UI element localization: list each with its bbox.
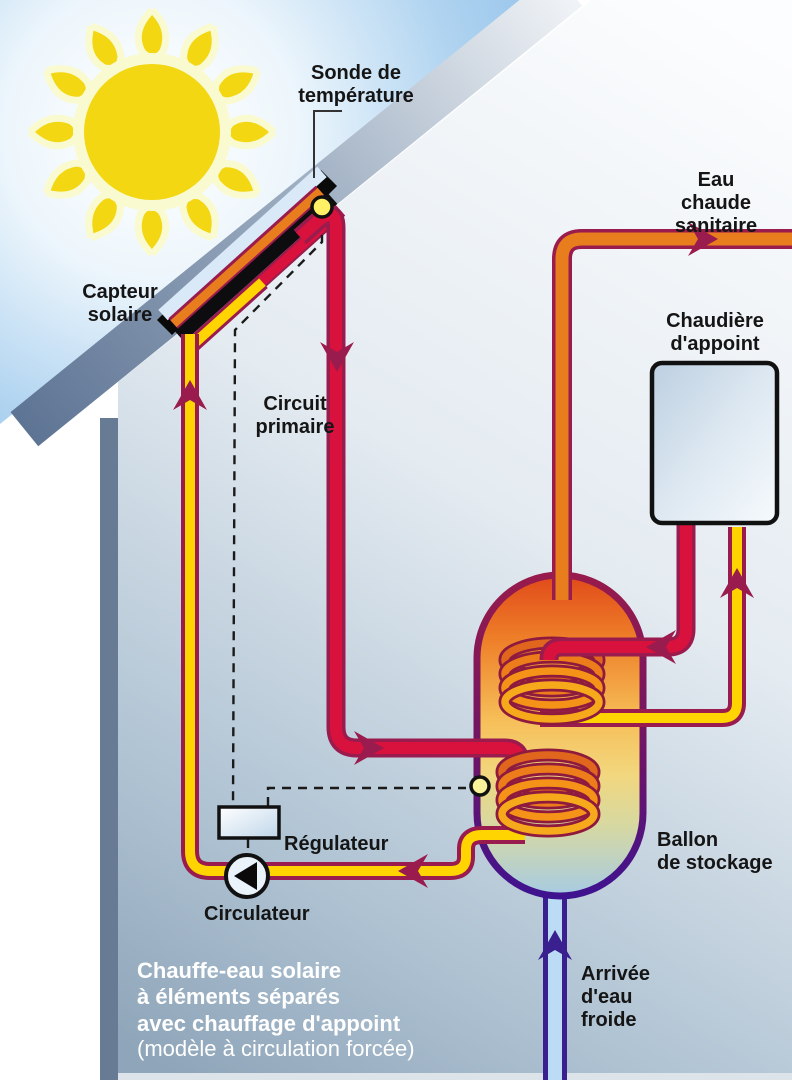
tank-sensor-icon	[469, 775, 491, 797]
lower-coil	[495, 748, 601, 838]
sanitary-hot-water-pipe	[552, 229, 792, 600]
label-arrivee: Arrivée d'eau froide	[581, 963, 650, 1031]
arrow-cold-up	[538, 930, 572, 960]
storage-tank	[473, 571, 647, 900]
wire-tank-sensor-to-regulator	[266, 786, 466, 806]
label-sonde: Sonde de température	[298, 62, 414, 107]
label-circulateur: Circulateur	[204, 903, 310, 925]
arrow-feed-right	[354, 731, 384, 765]
label-chaudiere: Chaudière d'appoint	[666, 310, 764, 355]
pump-triangle-icon	[234, 862, 257, 890]
circulator-pump	[224, 853, 270, 899]
label-regulateur: Régulateur	[284, 833, 389, 855]
sun-disc	[84, 64, 220, 200]
label-circuit: Circuit primaire	[255, 393, 335, 438]
primary-return-pipe	[181, 334, 525, 880]
label-ballon: Ballon de stockage	[657, 829, 773, 874]
diagram-title: Chauffe-eau solaire à éléments séparés a…	[137, 958, 401, 1036]
collector-glazing	[158, 166, 327, 321]
temperature-probe-icon	[310, 195, 334, 219]
sonde-leader-line	[313, 110, 342, 178]
sensor-wires	[231, 219, 466, 856]
wire-sonde-to-regulator	[231, 219, 324, 807]
arrow-boiler-feed-left	[646, 630, 676, 664]
arrow-return-up	[173, 380, 207, 410]
boiler-feed-pipe	[539, 522, 696, 661]
floor-strip	[118, 1073, 792, 1080]
backup-boiler	[649, 360, 780, 526]
upper-coil	[498, 636, 606, 726]
arrow-primary-down	[320, 342, 354, 372]
flow-arrows	[173, 222, 754, 960]
label-capteur: Capteur solaire	[82, 281, 158, 326]
arrow-boiler-return-up	[720, 568, 754, 598]
label-eau-chaude: Eau chaude sanitaire	[674, 169, 758, 237]
house-wall	[100, 418, 118, 1080]
sun-icon	[27, 7, 277, 257]
collector-return-pipe	[183, 278, 266, 355]
boiler-return-pipe	[540, 527, 746, 727]
collector-top-pipe	[170, 187, 324, 328]
arrow-sanitary-right	[688, 222, 718, 256]
arrow-return-left	[398, 854, 428, 888]
regulator-box	[217, 805, 281, 840]
diagram-subtitle: (modèle à circulation forcée)	[137, 1036, 415, 1061]
